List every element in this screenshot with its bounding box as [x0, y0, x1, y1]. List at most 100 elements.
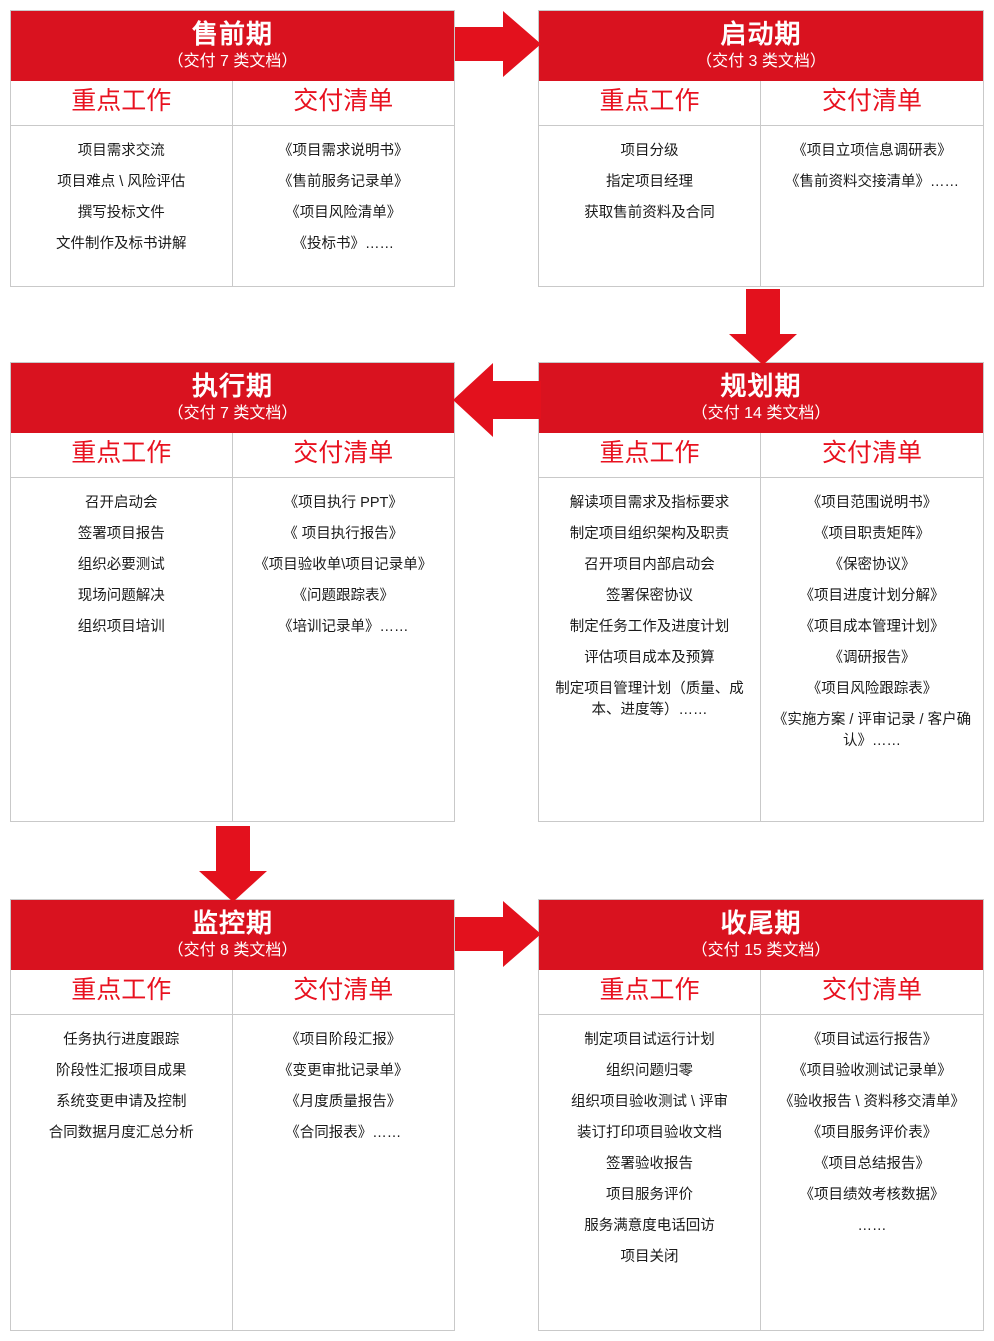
phase-card-presales: 售前期 （交付 7 类文档） 重点工作 交付清单 项目需求交流 项目难点 \ 风… — [10, 10, 455, 287]
deliverables-list: 《项目范围说明书》 《项目职责矩阵》 《保密协议》 《项目进度计划分解》 《项目… — [761, 478, 983, 821]
column-heading-key-work: 重点工作 — [11, 970, 233, 1015]
list-item: 装订打印项目验收文档 — [577, 1125, 722, 1142]
list-item: 签署项目报告 — [77, 526, 165, 543]
list-item: 《项目验收单\项目记录单》 — [254, 557, 433, 574]
list-item: 《项目执行 PPT》 — [283, 495, 403, 512]
phase-card-planning: 规划期 （交付 14 类文档） 重点工作 交付清单 解读项目需求及指标要求 制定… — [538, 362, 984, 822]
column-heading-deliverables: 交付清单 — [293, 87, 394, 116]
list-item: …… — [857, 1218, 887, 1235]
list-item: 项目需求交流 — [77, 143, 165, 160]
list-item: 组织必要测试 — [77, 557, 165, 574]
list-item: 《验收报告 \ 资料移交清单》 — [778, 1094, 966, 1111]
list-item: 召开项目内部启动会 — [584, 557, 715, 574]
key-work-list: 召开启动会 签署项目报告 组织必要测试 现场问题解决 组织项目培训 — [11, 478, 233, 821]
list-item: 阶段性汇报项目成果 — [56, 1063, 187, 1080]
deliverables-list: 《项目阶段汇报》 《变更审批记录单》 《月度质量报告》 《合同报表》…… — [233, 1015, 455, 1330]
arrow-down-icon — [199, 826, 267, 902]
phase-header-execution: 执行期 （交付 7 类文档） — [11, 363, 454, 434]
phase-title: 售前期 — [191, 19, 273, 49]
list-item: 《实施方案 / 评审记录 / 客户确认》…… — [772, 712, 972, 750]
list-item: 《项目需求说明书》 — [278, 143, 409, 160]
phase-card-execution: 执行期 （交付 7 类文档） 重点工作 交付清单 召开启动会 签署项目报告 组织… — [10, 362, 455, 822]
column-bodies: 制定项目试运行计划 组织问题归零 组织项目验收测试 \ 评审 装订打印项目验收文… — [539, 1015, 983, 1330]
list-item: 《项目进度计划分解》 — [799, 588, 945, 605]
list-item: 项目关闭 — [620, 1249, 679, 1266]
list-item: 组织项目验收测试 \ 评审 — [570, 1094, 729, 1111]
column-bodies: 召开启动会 签署项目报告 组织必要测试 现场问题解决 组织项目培训 《项目执行 … — [11, 478, 454, 821]
list-item: 《项目验收测试记录单》 — [792, 1063, 952, 1080]
list-item: 签署验收报告 — [606, 1156, 693, 1173]
column-bodies: 任务执行进度跟踪 阶段性汇报项目成果 系统变更申请及控制 合同数据月度汇总分析 … — [11, 1015, 454, 1330]
phase-header-kickoff: 启动期 （交付 3 类文档） — [539, 11, 983, 82]
deliverables-list: 《项目立项信息调研表》 《售前资料交接清单》…… — [761, 126, 983, 286]
column-headings: 重点工作 交付清单 — [11, 970, 454, 1016]
list-item: 文件制作及标书讲解 — [56, 236, 187, 253]
key-work-list: 项目分级 指定项目经理 获取售前资料及合同 — [539, 126, 761, 286]
key-work-list: 解读项目需求及指标要求 制定项目组织架构及职责 召开项目内部启动会 签署保密协议… — [539, 478, 761, 821]
list-item: 《 项目执行报告》 — [283, 526, 404, 543]
list-item: 撰写投标文件 — [77, 205, 165, 222]
list-item: 《项目服务评价表》 — [806, 1125, 938, 1142]
list-item: 评估项目成本及预算 — [584, 650, 715, 667]
phase-card-closing: 收尾期 （交付 15 类文档） 重点工作 交付清单 制定项目试运行计划 组织问题… — [538, 899, 984, 1331]
phase-header-planning: 规划期 （交付 14 类文档） — [539, 363, 983, 434]
arrow-left-icon — [453, 363, 541, 437]
list-item: 解读项目需求及指标要求 — [569, 495, 730, 512]
list-item: 《调研报告》 — [828, 650, 916, 667]
list-item: 项目难点 \ 风险评估 — [57, 174, 186, 191]
deliverables-list: 《项目执行 PPT》 《 项目执行报告》 《项目验收单\项目记录单》 《问题跟踪… — [233, 478, 455, 821]
column-heading-deliverables: 交付清单 — [293, 976, 394, 1005]
list-item: 《保密协议》 — [828, 557, 916, 574]
column-bodies: 项目需求交流 项目难点 \ 风险评估 撰写投标文件 文件制作及标书讲解 《项目需… — [11, 126, 454, 286]
phase-header-closing: 收尾期 （交付 15 类文档） — [539, 900, 983, 971]
list-item: 《问题跟踪表》 — [292, 588, 395, 605]
list-item: 《项目职责矩阵》 — [814, 526, 930, 543]
list-item: 组织问题归零 — [606, 1063, 693, 1080]
list-item: 制定项目组织架构及职责 — [569, 526, 730, 543]
key-work-list: 任务执行进度跟踪 阶段性汇报项目成果 系统变更申请及控制 合同数据月度汇总分析 — [11, 1015, 233, 1330]
column-bodies: 解读项目需求及指标要求 制定项目组织架构及职责 召开项目内部启动会 签署保密协议… — [539, 478, 983, 821]
column-headings: 重点工作 交付清单 — [539, 81, 983, 127]
list-item: 现场问题解决 — [77, 588, 165, 605]
list-item: 《项目风险清单》 — [285, 205, 402, 222]
phase-title: 启动期 — [720, 19, 802, 49]
list-item: 制定项目管理计划（质量、成本、进度等）…… — [555, 681, 744, 719]
phase-card-monitor: 监控期 （交付 8 类文档） 重点工作 交付清单 任务执行进度跟踪 阶段性汇报项… — [10, 899, 455, 1331]
list-item: 《变更审批记录单》 — [278, 1063, 409, 1080]
column-heading-deliverables: 交付清单 — [821, 439, 922, 468]
list-item: 指定项目经理 — [606, 174, 693, 191]
column-heading-deliverables: 交付清单 — [821, 87, 922, 116]
phase-header-presales: 售前期 （交付 7 类文档） — [11, 11, 454, 82]
list-item: 组织项目培训 — [77, 619, 165, 636]
key-work-list: 项目需求交流 项目难点 \ 风险评估 撰写投标文件 文件制作及标书讲解 — [11, 126, 233, 286]
column-headings: 重点工作 交付清单 — [11, 433, 454, 479]
list-item: 获取售前资料及合同 — [584, 205, 715, 222]
deliverables-list: 《项目需求说明书》 《售前服务记录单》 《项目风险清单》 《投标书》…… — [233, 126, 455, 286]
list-item: 《合同报表》…… — [285, 1125, 402, 1142]
phase-subtitle: （交付 7 类文档） — [167, 404, 298, 422]
list-item: 《项目范围说明书》 — [806, 495, 938, 512]
list-item: 制定任务工作及进度计划 — [569, 619, 730, 636]
list-item: 制定项目试运行计划 — [584, 1032, 715, 1049]
list-item: 服务满意度电话回访 — [584, 1218, 715, 1235]
phase-subtitle: （交付 14 类文档） — [691, 404, 831, 422]
list-item: 系统变更申请及控制 — [56, 1094, 187, 1111]
phase-subtitle: （交付 15 类文档） — [691, 941, 831, 959]
column-heading-deliverables: 交付清单 — [293, 439, 394, 468]
key-work-list: 制定项目试运行计划 组织问题归零 组织项目验收测试 \ 评审 装订打印项目验收文… — [539, 1015, 761, 1330]
column-heading-key-work: 重点工作 — [539, 970, 761, 1015]
deliverables-list: 《项目试运行报告》 《项目验收测试记录单》 《验收报告 \ 资料移交清单》 《项… — [761, 1015, 983, 1330]
list-item: 签署保密协议 — [606, 588, 693, 605]
column-headings: 重点工作 交付清单 — [11, 81, 454, 127]
list-item: 《项目试运行报告》 — [806, 1032, 938, 1049]
phase-subtitle: （交付 7 类文档） — [167, 52, 298, 70]
phase-header-monitor: 监控期 （交付 8 类文档） — [11, 900, 454, 971]
list-item: 《项目绩效考核数据》 — [799, 1187, 945, 1204]
column-headings: 重点工作 交付清单 — [539, 970, 983, 1016]
phase-card-kickoff: 启动期 （交付 3 类文档） 重点工作 交付清单 项目分级 指定项目经理 获取售… — [538, 10, 984, 287]
phase-subtitle: （交付 3 类文档） — [696, 52, 826, 70]
phase-title: 执行期 — [191, 371, 273, 401]
list-item: 《项目阶段汇报》 — [285, 1032, 402, 1049]
column-heading-key-work: 重点工作 — [11, 81, 233, 126]
